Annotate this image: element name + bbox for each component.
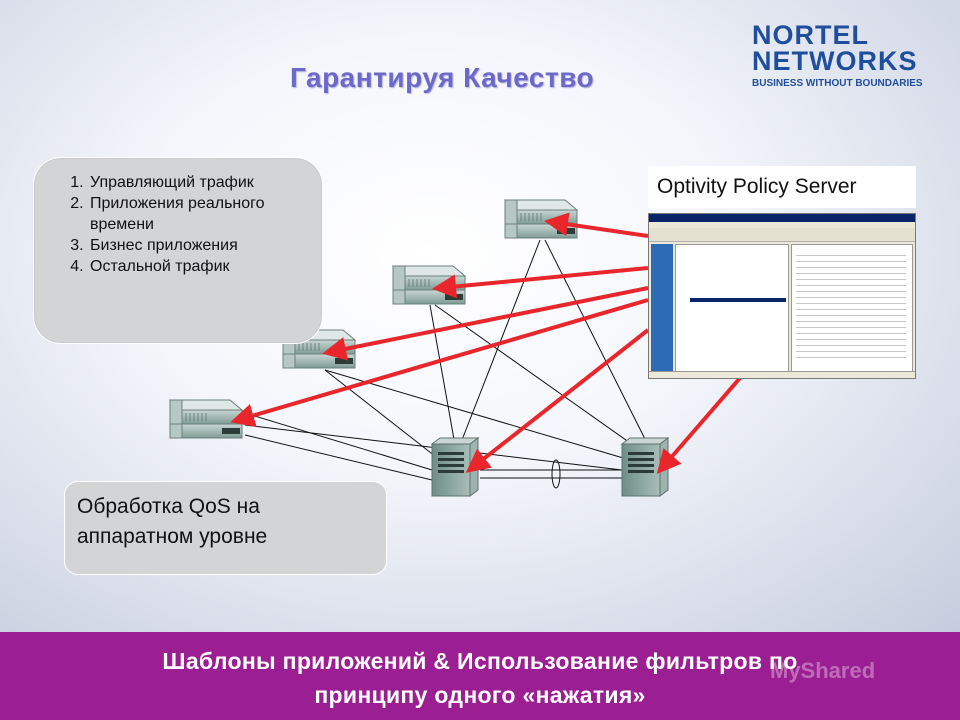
console-toolbar	[649, 228, 915, 242]
logo-line1: NORTEL	[752, 20, 869, 50]
policy-server-label: Optivity Policy Server	[648, 166, 916, 208]
nortel-logo: NORTEL NETWORKS BUSINESS WITHOUT BOUNDAR…	[752, 20, 932, 90]
policy-arrows	[230, 212, 742, 475]
edge-switch-icon	[168, 399, 244, 439]
console-tree-selection	[690, 298, 786, 302]
edge-switch-icon	[503, 199, 579, 239]
policy-console-screenshot	[648, 213, 916, 379]
footer-line2: принципу одного «нажатия»	[314, 682, 646, 708]
console-sidebar	[651, 244, 673, 372]
console-titlebar	[649, 214, 915, 222]
console-tree-pane	[675, 244, 789, 374]
console-list-pane	[791, 244, 913, 374]
list-item: Бизнес приложения	[88, 235, 312, 256]
footer-banner: Шаблоны приложений & Использование фильт…	[0, 632, 960, 720]
qos-hardware-box: Обработка QoS на аппаратном уровне	[64, 481, 387, 575]
slide-title: Гарантируя Качество	[290, 62, 595, 93]
watermark: MyShared	[770, 658, 876, 683]
list-item: Управляющий трафик	[88, 172, 312, 193]
network-diagram	[168, 199, 742, 497]
logo-tagline: BUSINESS WITHOUT BOUNDARIES	[752, 78, 923, 89]
console-statusbar	[649, 371, 915, 378]
logo-line2: NETWORKS	[752, 46, 918, 76]
list-item: Приложения реального времени	[88, 193, 312, 235]
console-menubar	[649, 222, 915, 228]
traffic-class-list: Управляющий трафик Приложения реального …	[33, 157, 323, 344]
list-item: Остальной трафик	[88, 256, 312, 277]
footer-line1: Шаблоны приложений & Использование фильт…	[162, 648, 798, 674]
qos-label: Обработка QoS на аппаратном уровне	[77, 495, 268, 548]
core-switch-icon	[430, 437, 480, 497]
